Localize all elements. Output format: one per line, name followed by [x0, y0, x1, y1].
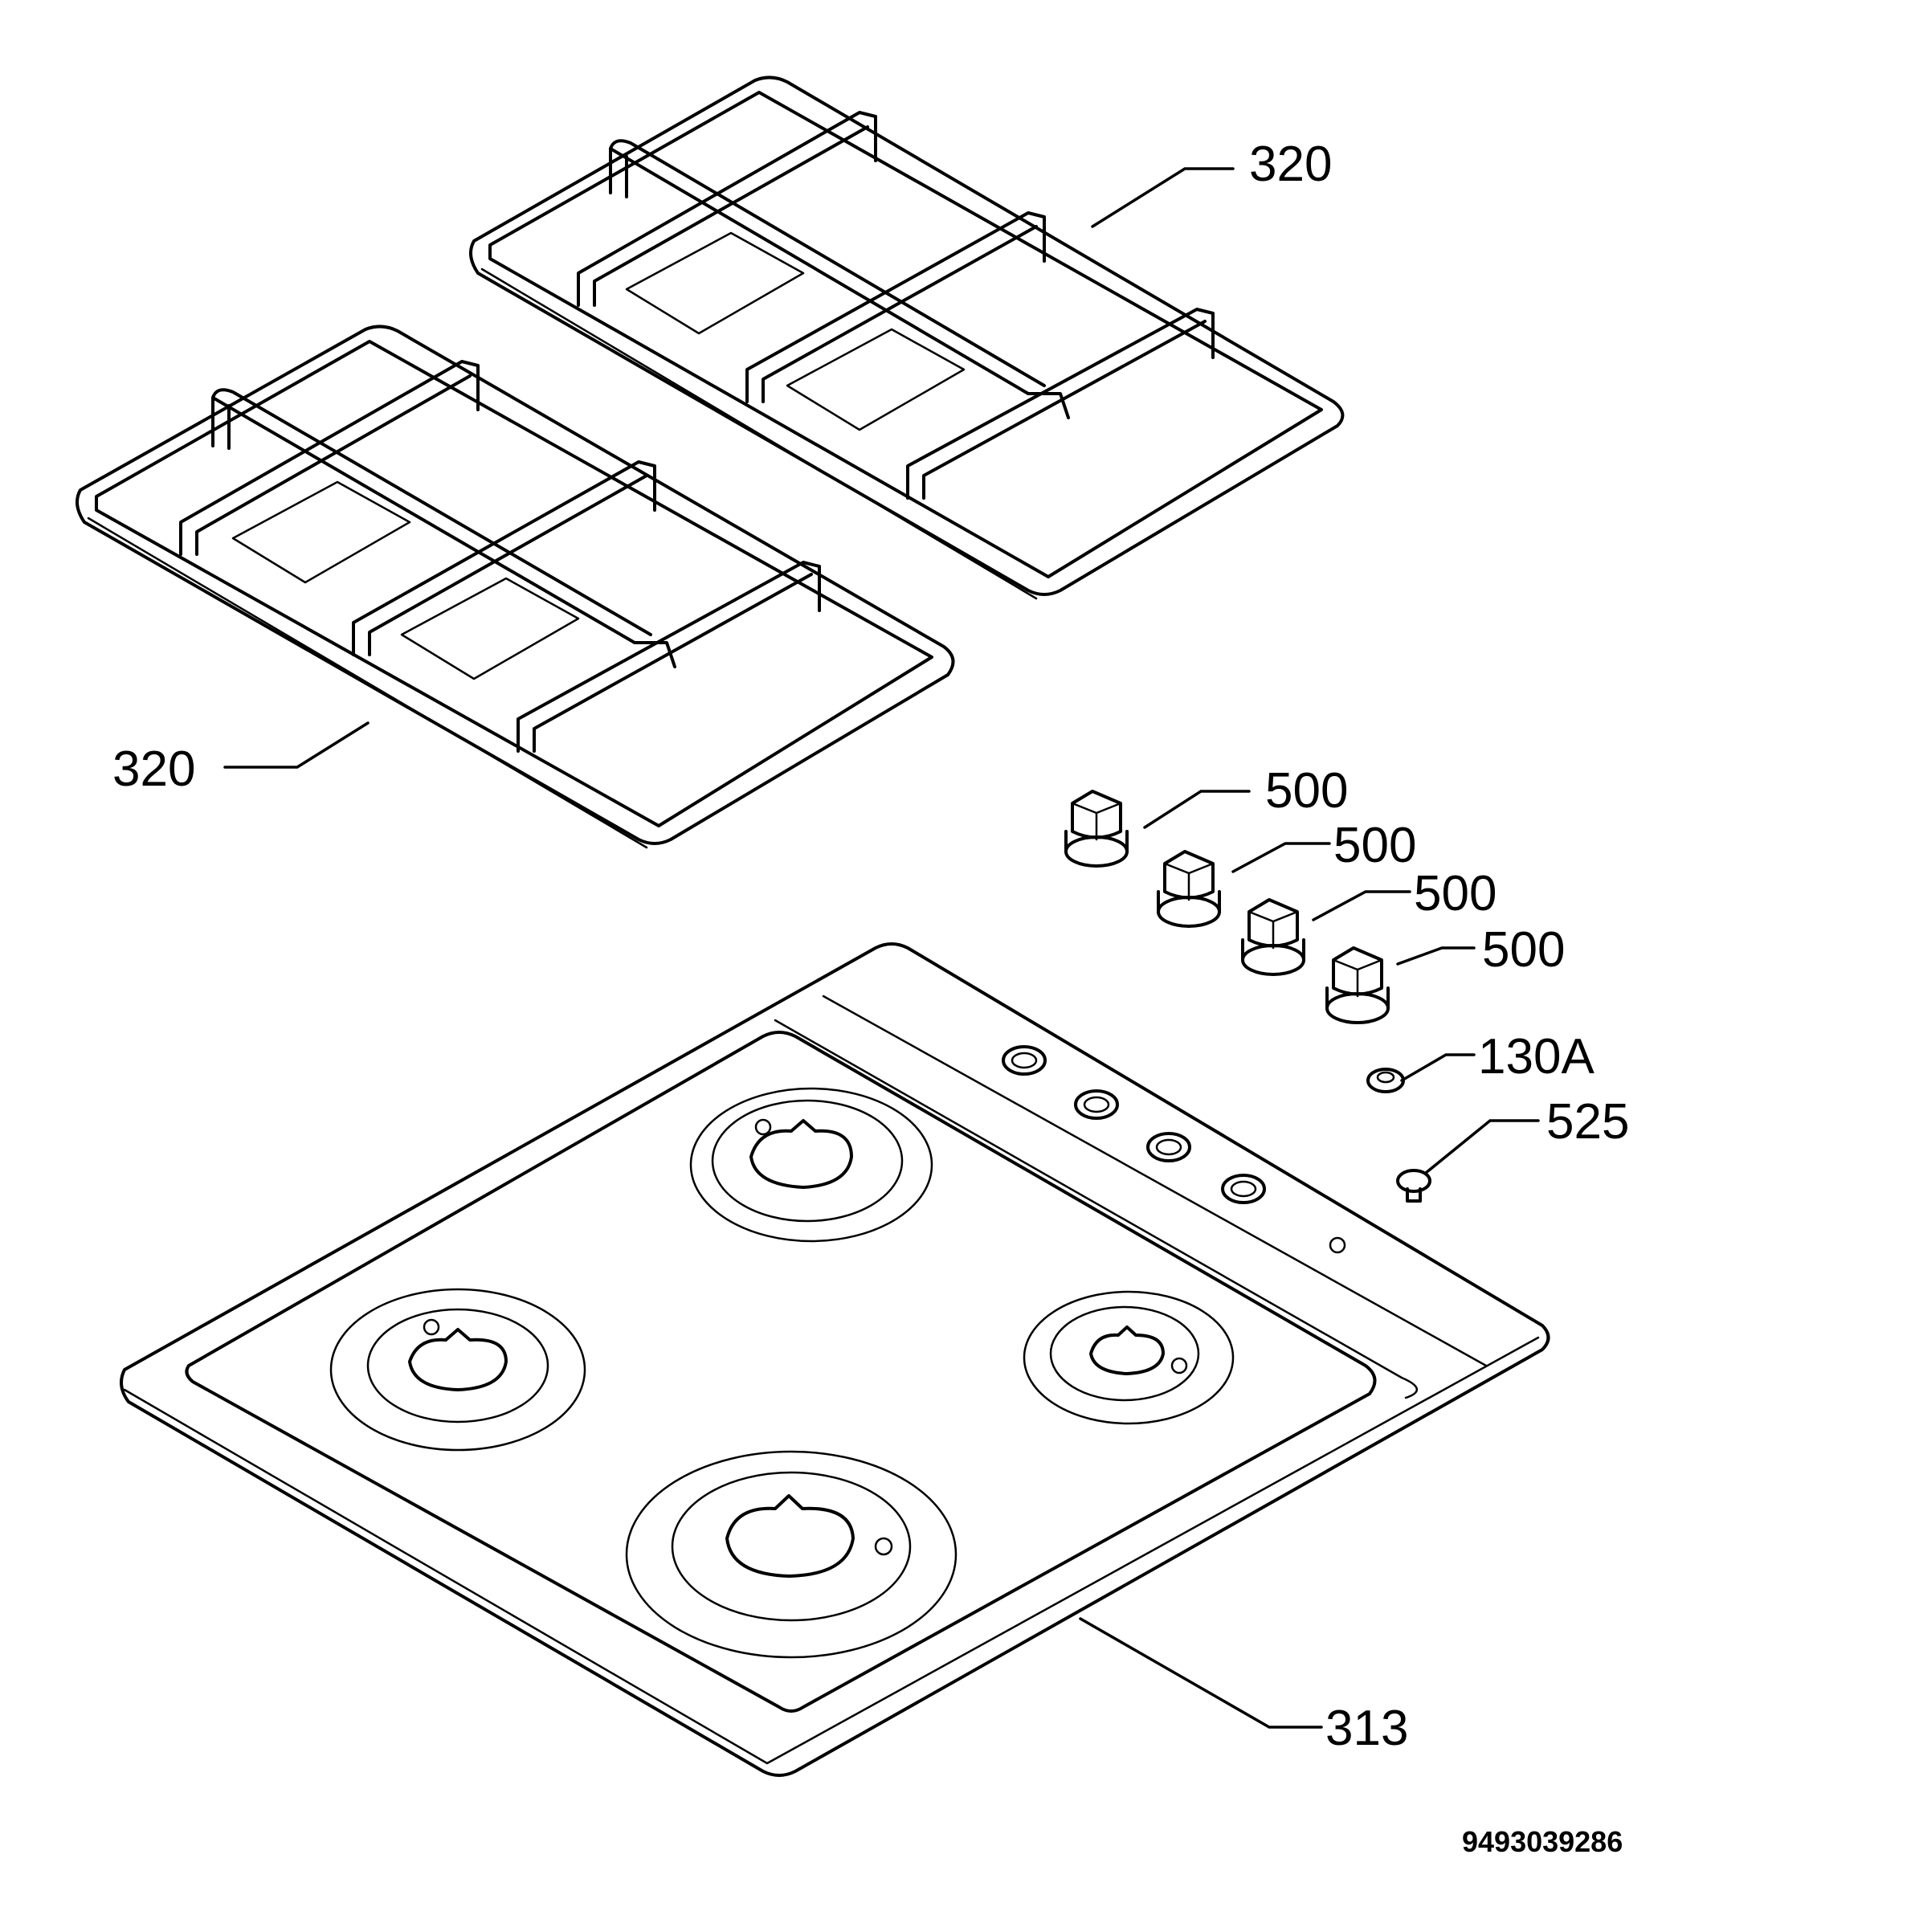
knob-ring: [1366, 1068, 1405, 1093]
pan-support-grid-top: [469, 76, 1345, 600]
pan-support-grid-left: [76, 325, 955, 849]
control-hole: [1221, 1174, 1266, 1204]
control-knob: [1241, 898, 1305, 976]
control-hole: [1146, 1132, 1191, 1162]
callout-label: 525: [1546, 1094, 1629, 1150]
callout-label: 320: [112, 741, 195, 797]
leader-lines: [223, 167, 1540, 1729]
callout-label: 130A: [1478, 1029, 1595, 1084]
burner-rear: [689, 1087, 933, 1243]
callout-label: 500: [1333, 818, 1416, 873]
burner-left: [329, 1288, 586, 1452]
hob-top-plate: [120, 942, 1550, 1777]
callout-label: 500: [1414, 866, 1497, 921]
callout-label: 500: [1265, 763, 1348, 819]
ignition-hole: [1329, 1236, 1346, 1254]
control-knob: [1157, 850, 1221, 928]
control-knob: [1064, 790, 1129, 868]
control-knob: [1325, 946, 1390, 1024]
callout-label: 313: [1325, 1701, 1408, 1756]
burner-right: [1023, 1290, 1235, 1425]
control-hole: [1074, 1089, 1119, 1120]
control-hole: [1002, 1045, 1047, 1076]
callout-label: 500: [1482, 922, 1565, 978]
document-number: 9493039286: [1462, 1825, 1623, 1858]
burner-front: [625, 1450, 958, 1659]
callout-label: 320: [1249, 137, 1332, 192]
ignition-button: [1396, 1169, 1431, 1203]
